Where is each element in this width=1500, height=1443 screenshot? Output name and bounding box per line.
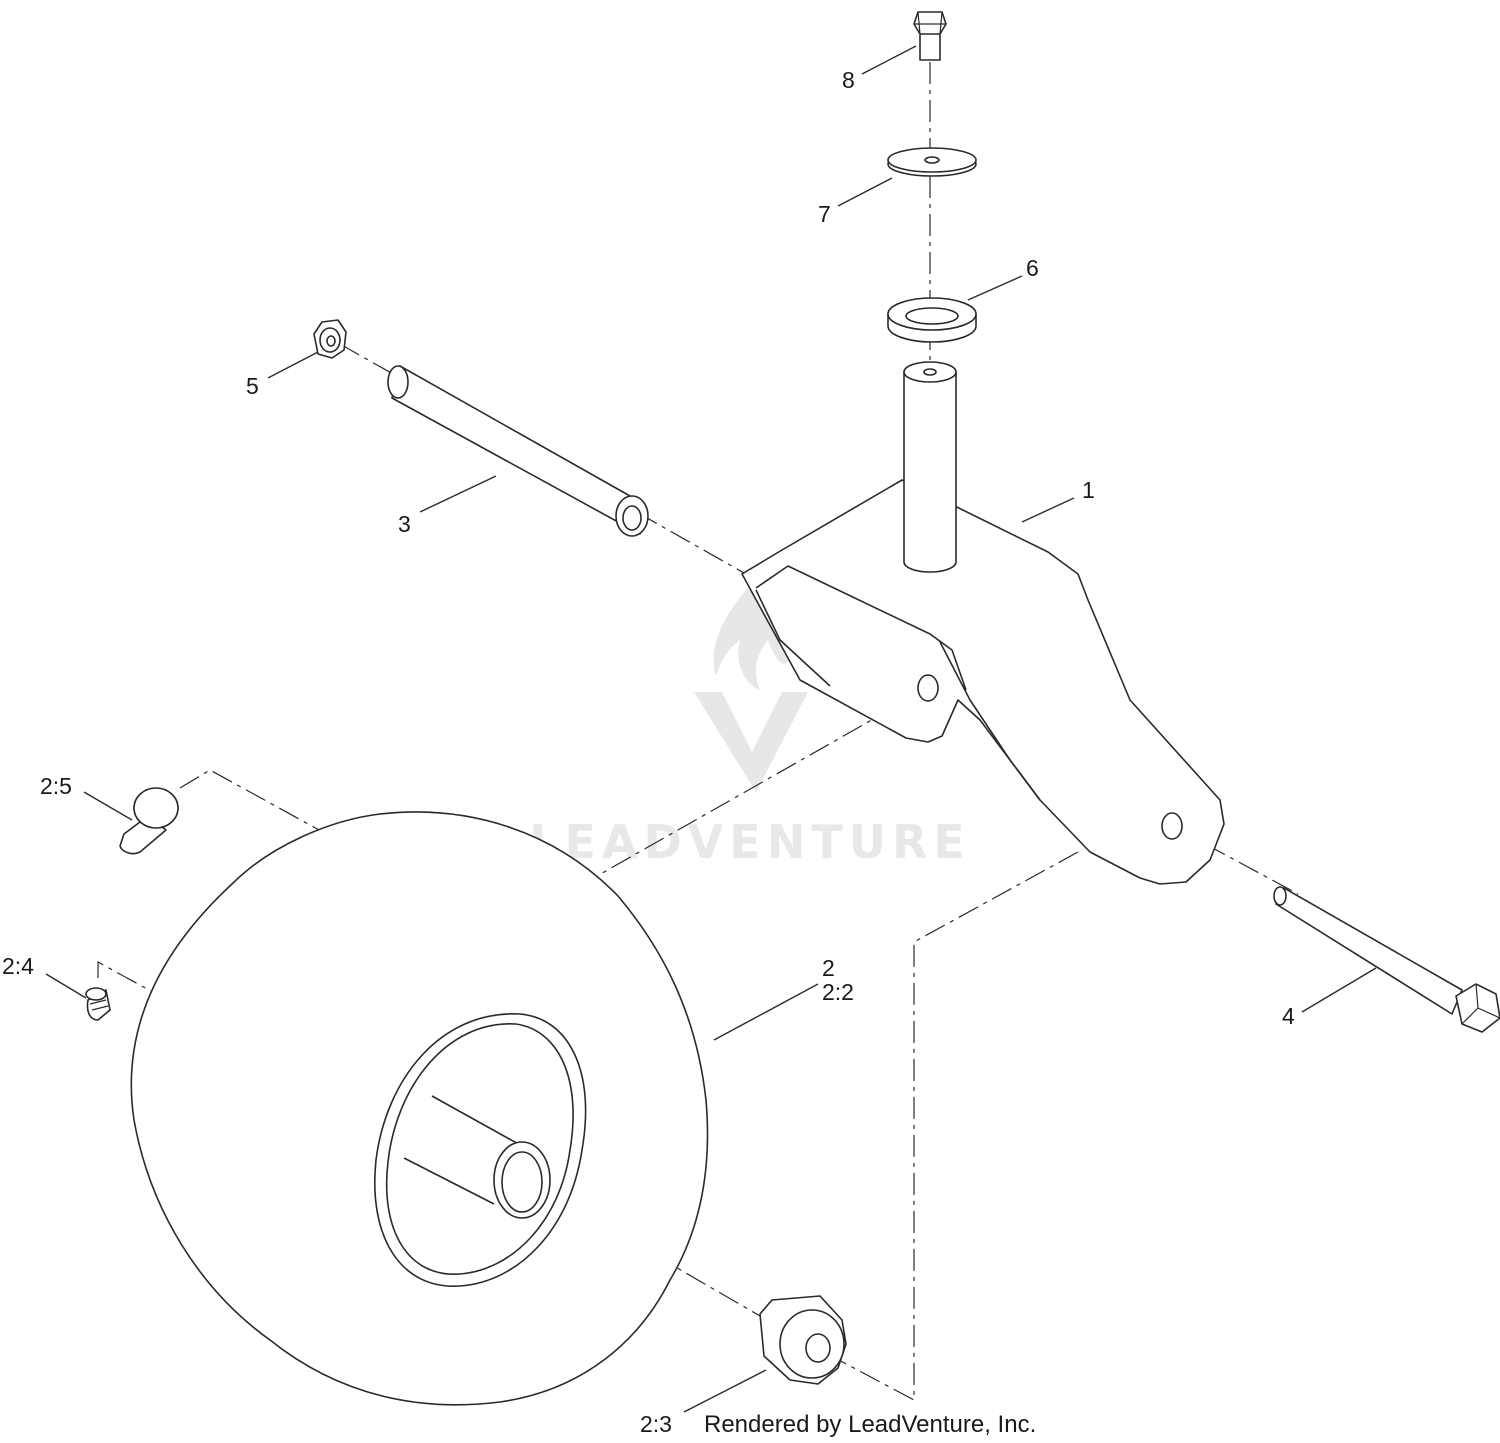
callout-7: 7 [818, 201, 831, 227]
part-2-3-bearing [759, 1295, 847, 1385]
callout-4: 4 [1282, 1003, 1295, 1029]
callout-2-3: 2:3 [640, 1411, 672, 1437]
callout-1: 1 [1082, 477, 1095, 503]
part-1-caster-fork [741, 361, 1225, 885]
part-2-5-plug [119, 787, 179, 855]
callout-2-5: 2:5 [40, 773, 72, 799]
part-7-washer [887, 147, 977, 177]
part-2-wheel [130, 811, 709, 1406]
part-3-spacer-tube [387, 365, 649, 537]
callout-labels: 1 2 2:2 2:3 2:4 2:5 3 4 5 6 7 8 [2, 67, 1295, 1437]
callout-2-2: 2:2 [822, 979, 854, 1005]
leader-lines [45, 45, 1377, 1413]
part-8-bolt [913, 11, 947, 61]
part-6-bushing [887, 297, 977, 343]
callout-8: 8 [842, 67, 855, 93]
credit-text: Rendered by LeadVenture, Inc. [704, 1411, 1036, 1438]
callout-2-4: 2:4 [2, 953, 34, 979]
callout-2: 2 [822, 955, 835, 981]
callout-5: 5 [246, 373, 259, 399]
watermark-brand: LEADVENTURE [529, 815, 971, 869]
part-2-4-grease-fitting [85, 987, 111, 1021]
callout-3: 3 [398, 511, 411, 537]
part-4-axle-bolt [1273, 886, 1500, 1033]
part-5-nut [313, 319, 347, 359]
callout-6: 6 [1026, 255, 1039, 281]
